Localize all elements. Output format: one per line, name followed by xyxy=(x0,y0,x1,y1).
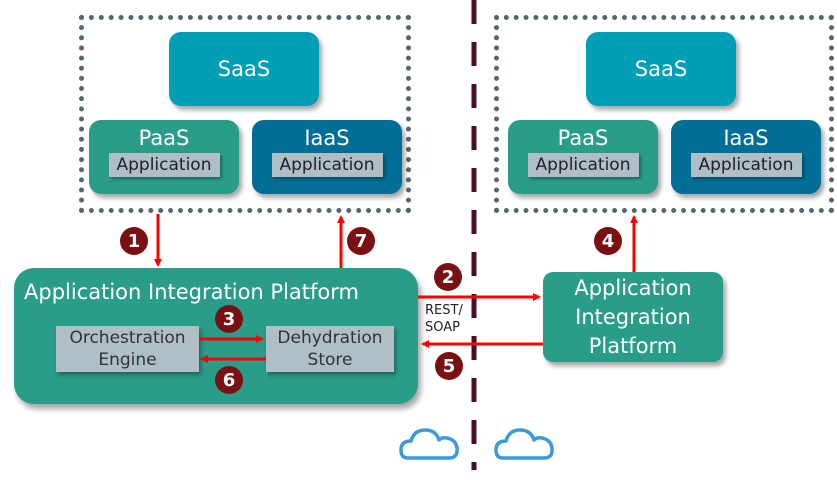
right-paas-box: PaaS Application xyxy=(508,120,658,194)
step-badge-5: 5 xyxy=(435,352,463,380)
left-iaas-label: IaaS xyxy=(304,126,350,150)
right-iaas-label: IaaS xyxy=(723,126,769,150)
protocol-label-line2: SOAP xyxy=(425,320,460,335)
local-platform-title: Application Integration Platform xyxy=(24,280,359,304)
remote-platform-line2: Integration xyxy=(575,304,691,329)
protocol-label-line1: REST/ xyxy=(425,303,463,318)
right-saas-box: SaaS xyxy=(586,32,736,106)
protocol-label: REST/ SOAP xyxy=(425,302,463,336)
step-badge-6: 6 xyxy=(215,366,243,394)
step-badge-3: 3 xyxy=(215,305,243,333)
right-paas-application: Application xyxy=(527,153,639,177)
cloud-icon-left xyxy=(399,428,459,460)
orchestration-engine-line1: Orchestration xyxy=(69,328,186,348)
remote-platform-line3: Platform xyxy=(588,333,678,358)
right-iaas-box: IaaS Application xyxy=(671,120,821,194)
left-saas-box: SaaS xyxy=(169,32,319,106)
cloud-icon-right xyxy=(494,428,554,460)
left-paas-application: Application xyxy=(108,153,220,177)
dehydration-store-box: Dehydration Store xyxy=(266,326,394,372)
orchestration-engine-box: Orchestration Engine xyxy=(56,326,199,372)
dehydration-store-line2: Store xyxy=(307,350,353,370)
step-badge-1: 1 xyxy=(120,227,148,255)
dehydration-store-line1: Dehydration xyxy=(277,328,383,348)
remote-integration-platform: Application Integration Platform xyxy=(543,272,723,362)
left-saas-label: SaaS xyxy=(217,57,271,81)
left-iaas-box: IaaS Application xyxy=(252,120,402,194)
left-iaas-application: Application xyxy=(271,153,383,177)
left-cloud-services-group xyxy=(79,15,411,213)
left-paas-box: PaaS Application xyxy=(89,120,239,194)
left-paas-label: PaaS xyxy=(138,126,190,150)
orchestration-engine-line2: Engine xyxy=(98,350,157,370)
step-badge-2: 2 xyxy=(434,263,462,291)
step-badge-7: 7 xyxy=(347,227,375,255)
right-saas-label: SaaS xyxy=(634,57,688,81)
right-iaas-application: Application xyxy=(690,153,802,177)
step-badge-4: 4 xyxy=(594,227,622,255)
remote-platform-line1: Application xyxy=(574,275,692,300)
right-cloud-services-group xyxy=(494,15,834,213)
right-paas-label: PaaS xyxy=(557,126,609,150)
